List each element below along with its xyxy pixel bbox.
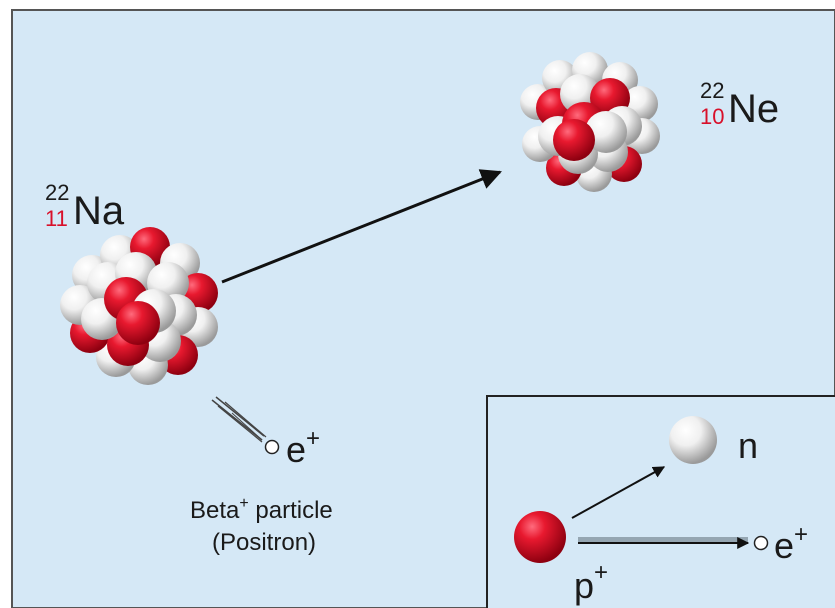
neutron-icon xyxy=(669,416,717,464)
beta-particle-caption: Beta+ particle xyxy=(190,495,333,524)
sodium-label: 22 11 Na xyxy=(45,180,125,233)
inset-panel: n p+ e+ xyxy=(486,395,835,608)
decay-arrow xyxy=(221,169,502,284)
proton-sphere xyxy=(553,119,595,161)
emitted-positron-icon xyxy=(264,439,280,455)
positron-caption: (Positron) xyxy=(212,529,316,556)
proton-to-neutron-arrow xyxy=(571,466,666,519)
neon-mass-number: 22 xyxy=(700,78,724,103)
inset-positron-icon xyxy=(753,535,769,551)
sodium-nucleus xyxy=(60,227,218,385)
proton-label: p+ xyxy=(574,559,608,606)
sodium-symbol: Na xyxy=(73,189,125,233)
neon-symbol: Ne xyxy=(728,87,779,131)
neon-nucleus xyxy=(520,52,660,192)
sodium-atomic-number: 11 xyxy=(45,206,68,231)
neon-atomic-number: 10 xyxy=(700,104,724,129)
positron-arrow-shadow xyxy=(578,537,748,542)
emitted-positron-label: e+ xyxy=(286,425,320,470)
sodium-mass-number: 22 xyxy=(45,180,69,205)
proton-icon xyxy=(514,511,566,563)
neon-label: 22 10 Ne xyxy=(700,78,779,131)
positron-emission-trail xyxy=(211,396,267,443)
proton-sphere xyxy=(116,301,160,345)
neutron-label: n xyxy=(738,425,758,466)
inset-positron-label: e+ xyxy=(774,521,808,566)
neutron-sphere xyxy=(585,111,627,153)
